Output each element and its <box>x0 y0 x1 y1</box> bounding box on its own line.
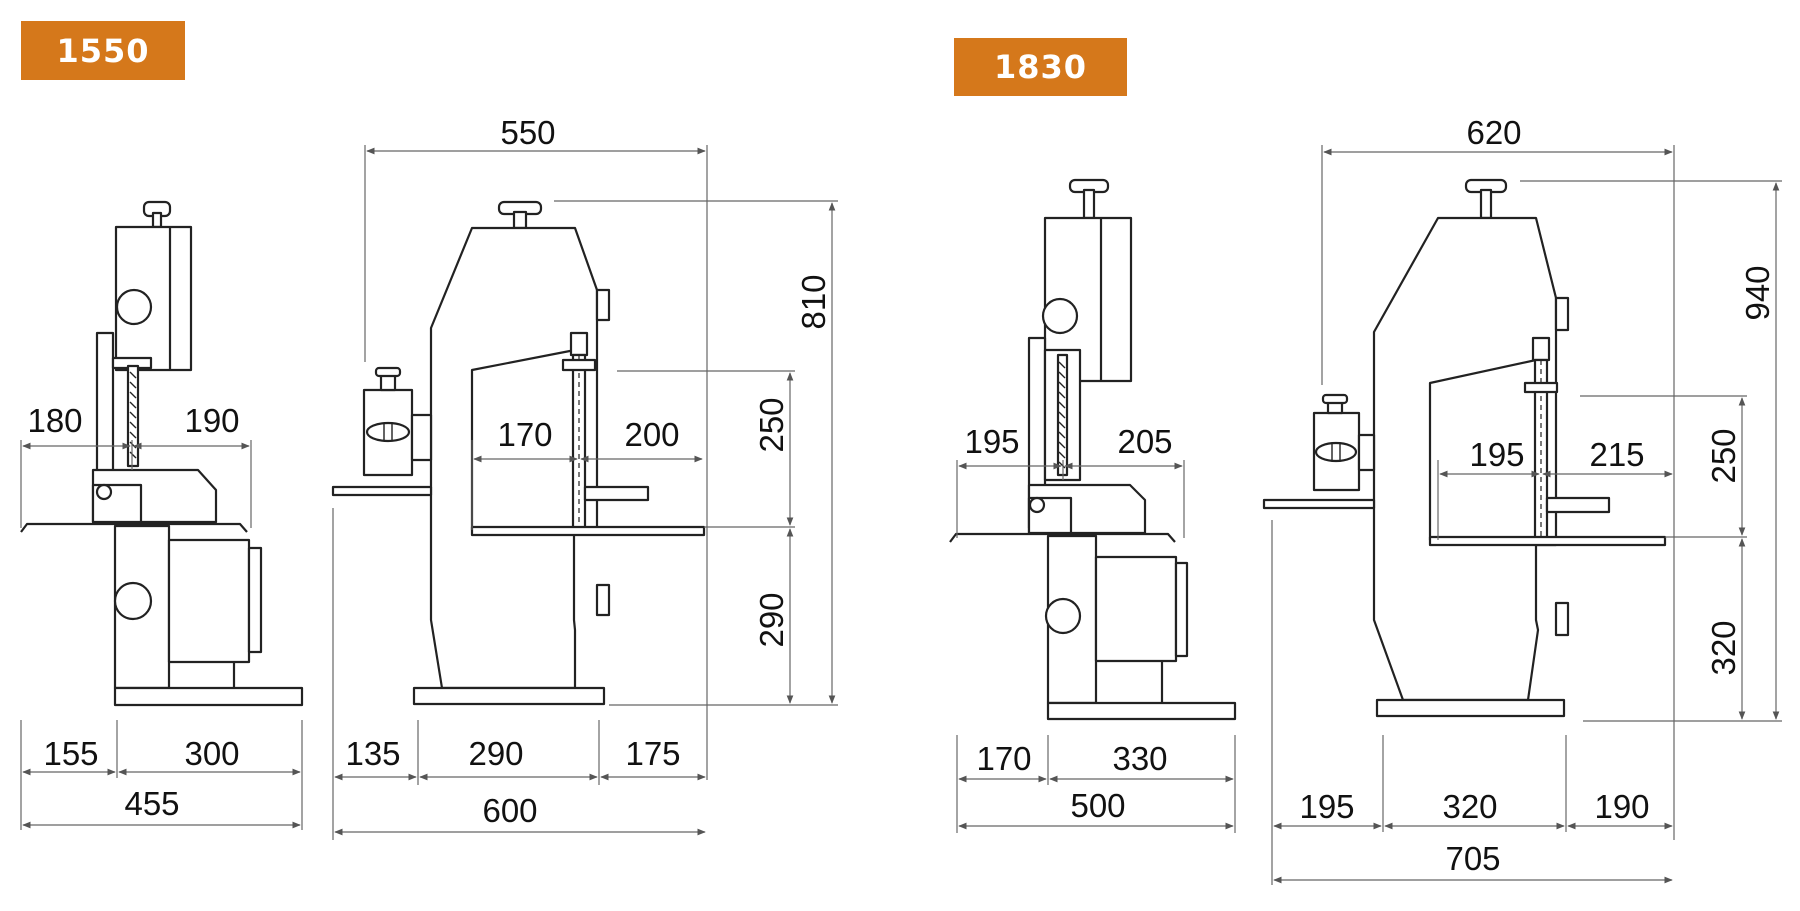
dim-1550-side-bottom-left: 155 <box>43 735 98 772</box>
dim-1830-side-top-right: 205 <box>1117 423 1172 460</box>
dim-1830-front-throat-left: 195 <box>1469 436 1524 473</box>
dim-1830-front-width: 620 <box>1466 114 1521 151</box>
side-view-1830 <box>949 178 1237 721</box>
side-view-1550 <box>20 200 304 707</box>
dim-1830-front-throat-right: 215 <box>1589 436 1644 473</box>
dim-1830-front-bottom-left: 195 <box>1299 788 1354 825</box>
dim-1830-front-total: 705 <box>1445 840 1500 877</box>
dim-1550-front-bottom-left: 135 <box>345 735 400 772</box>
dim-1550-side-top-left: 180 <box>27 402 82 439</box>
dim-1550-front-bottom-mid: 290 <box>468 735 523 772</box>
dim-1830-side-total: 500 <box>1070 787 1125 824</box>
dim-1550-front-width: 550 <box>500 114 555 151</box>
dim-1550-side-total: 455 <box>124 785 179 822</box>
dim-1830-side-top-left: 195 <box>964 423 1019 460</box>
dim-1550-front-total: 600 <box>482 792 537 829</box>
model-badge-1830: 1830 <box>954 38 1127 96</box>
dim-1830-side-bottom-right: 330 <box>1112 740 1167 777</box>
dim-1830-front-lower-height: 320 <box>1705 620 1742 675</box>
dim-1550-front-bottom-right: 175 <box>625 735 680 772</box>
dimension-labels: 180 190 155 300 455 550 170 200 135 290 … <box>27 114 1776 877</box>
dim-1830-front-bottom-right: 190 <box>1594 788 1649 825</box>
dimension-lines <box>20 145 1782 885</box>
dim-1830-front-bottom-mid: 320 <box>1442 788 1497 825</box>
dim-1550-front-lower-height: 290 <box>753 592 790 647</box>
model-badge-1550: 1550 <box>21 21 185 80</box>
dim-1830-front-upper-height: 250 <box>1705 428 1742 483</box>
dim-1550-side-top-right: 190 <box>184 402 239 439</box>
front-view-1830 <box>1262 178 1667 718</box>
front-view-1550 <box>331 200 706 706</box>
dim-1550-front-throat-right: 200 <box>624 416 679 453</box>
dim-1830-front-height: 940 <box>1739 265 1776 320</box>
dim-1550-front-height: 810 <box>795 274 832 329</box>
dim-1550-side-bottom-right: 300 <box>184 735 239 772</box>
dim-1550-front-throat-left: 170 <box>497 416 552 453</box>
dim-1830-side-bottom-left: 170 <box>976 740 1031 777</box>
dim-1550-front-upper-height: 250 <box>753 397 790 452</box>
